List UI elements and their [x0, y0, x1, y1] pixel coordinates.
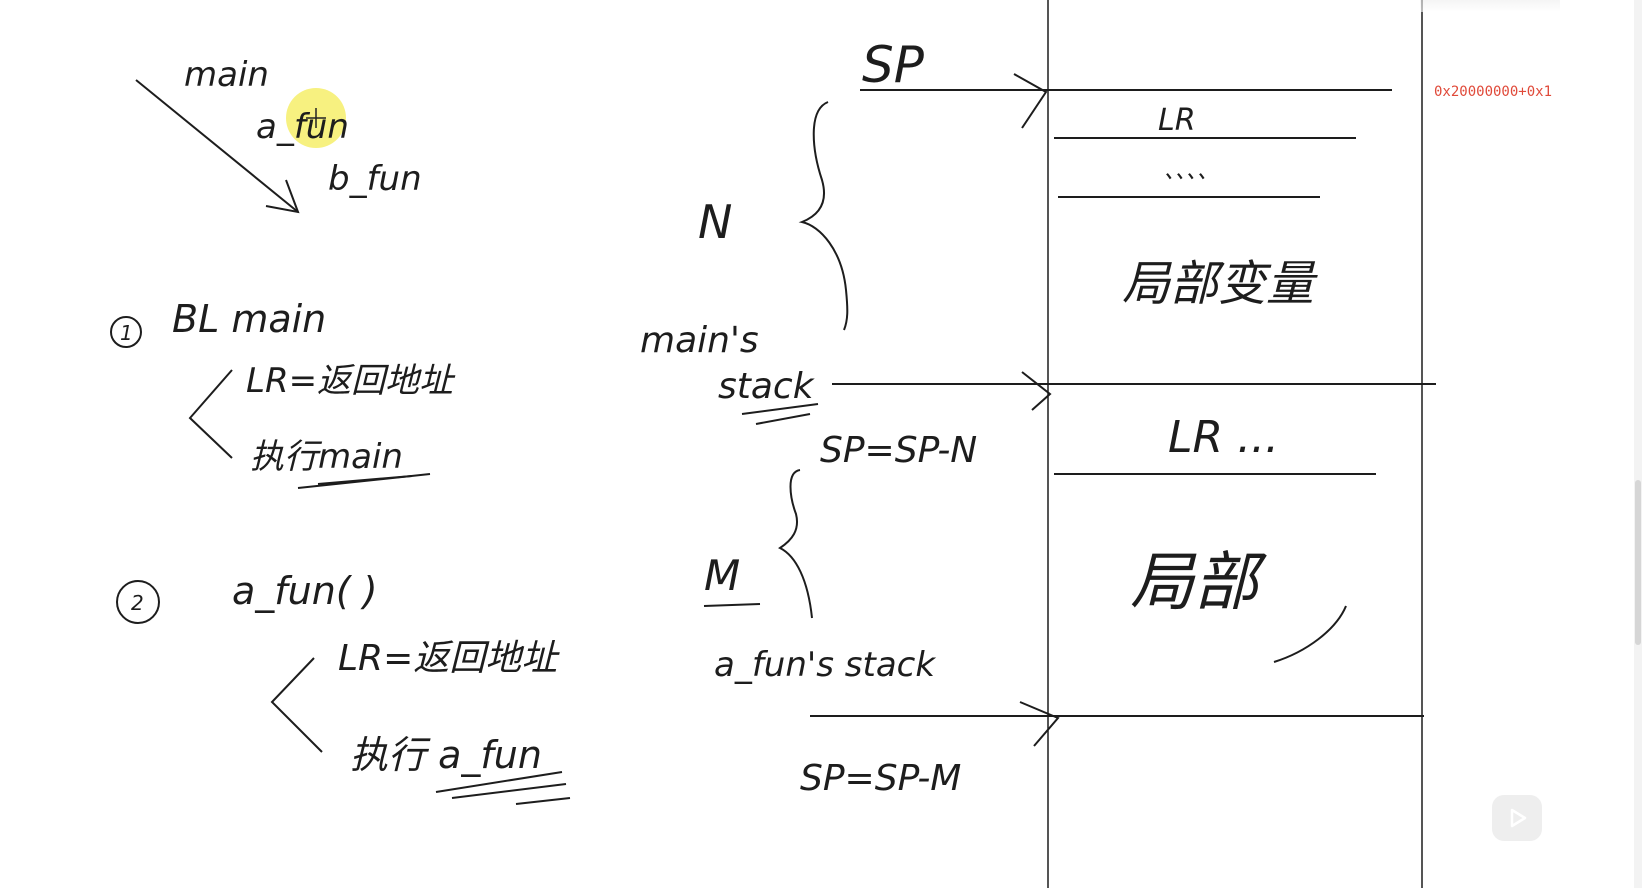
scrollbar[interactable] [1634, 0, 1642, 888]
afun-frame-lr: LR ... [1168, 412, 1279, 463]
play-button[interactable] [1492, 795, 1542, 841]
m-label: M [704, 551, 740, 600]
stack-box [1047, 0, 1423, 888]
step1-action2: 执行main [250, 437, 403, 477]
step2-number: 2 [131, 591, 144, 615]
step1-number: 1 [120, 321, 133, 345]
call-chain-afun: a_fun [256, 107, 349, 147]
sp-top-arrow [860, 73, 1392, 129]
step2-action1: LR=返回地址 [338, 638, 560, 679]
step1-angle-bracket [188, 369, 233, 459]
mains-stack-label-line1: main's [640, 320, 759, 361]
step2-underline [435, 771, 571, 805]
n-brace [798, 101, 849, 331]
sp-minus-m-label: SP=SP-M [800, 758, 961, 799]
afun-frame-locals: 局部 [1130, 546, 1267, 620]
address-label: 0x20000000+0x1 [1434, 84, 1553, 100]
afun-stack-label: a_fun's stack [714, 645, 936, 685]
n-label: N [698, 195, 732, 249]
step1-action1: LR=返回地址 [246, 361, 456, 401]
mains-stack-label-line2: stack [718, 366, 816, 407]
main-frame-locals: 局部变量 [1122, 256, 1318, 312]
call-chain-main: main [184, 55, 269, 95]
afun-frame-arc [1273, 605, 1347, 663]
step2-angle-bracket [270, 657, 323, 753]
scrollbar-thumb[interactable] [1635, 480, 1641, 645]
watermark [1420, 0, 1560, 12]
main-frame-dots: 、、、、 [1164, 159, 1219, 184]
main-frame-lr: LR [1158, 103, 1196, 138]
sp-minus-n-label: SP=SP-N [820, 430, 977, 471]
cursor-crosshair-icon [306, 108, 326, 128]
mains-stack-underline [741, 403, 819, 425]
step2-circle [116, 580, 160, 624]
play-icon [1510, 808, 1527, 828]
sp-n-arrow [832, 371, 1436, 411]
step2-action2: 执行 a_fun [350, 733, 542, 777]
call-chain-arrow [135, 79, 300, 214]
step1-underline [297, 473, 431, 489]
sp-m-arrow [810, 701, 1424, 747]
whiteboard-canvas: main a_fun b_fun 1 BL main LR=返回地址 执行mai… [110, 0, 1436, 888]
m-underline [703, 603, 761, 607]
step1-instruction: BL main [172, 297, 326, 341]
m-brace [778, 469, 813, 619]
step2-instruction: a_fun( ) [232, 569, 378, 613]
step1-circle [110, 316, 142, 348]
sp-top-label: SP [862, 36, 925, 94]
call-chain-bfun: b_fun [328, 159, 422, 199]
